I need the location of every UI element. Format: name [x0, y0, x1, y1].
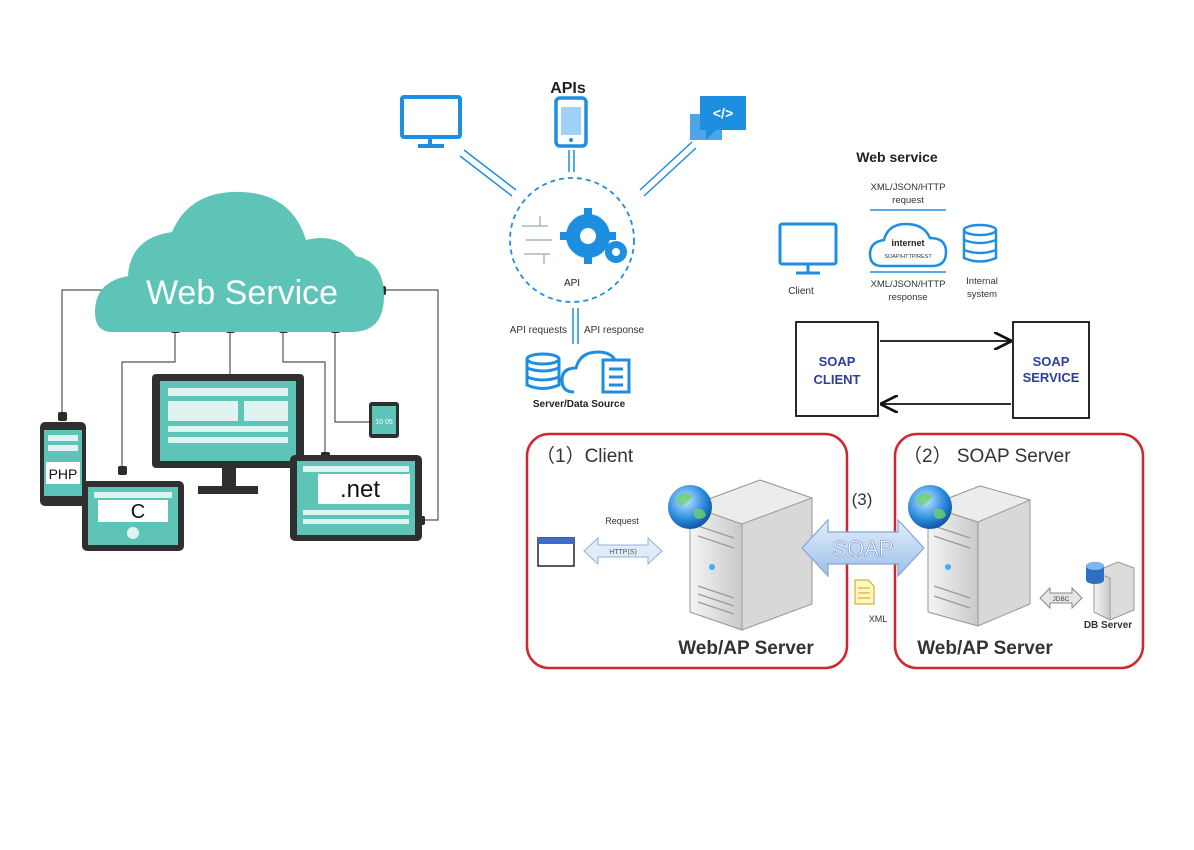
https-label: HTTP(S) [609, 549, 637, 556]
jdbc-label: JDBC [1053, 596, 1070, 603]
xml-document-icon [854, 579, 875, 605]
svg-text:</>: </> [713, 105, 733, 121]
circuit-icon [522, 216, 552, 264]
internal-db-icon [962, 223, 998, 263]
soap-client-box [795, 321, 879, 417]
xml-label: XML [869, 614, 888, 624]
request-label: Request [605, 516, 639, 526]
apis-title: APIs [550, 80, 586, 97]
web-service-cloud: Web Service [95, 191, 384, 332]
web-service-panel: Web Service PHP C [40, 191, 439, 551]
api-label: API [564, 278, 580, 289]
phone-icon [554, 96, 588, 148]
client-server-label: Web/AP Server [678, 638, 814, 659]
soap-arrow-label: SOAP [832, 536, 893, 561]
api-hub: API [509, 177, 635, 303]
monitor-icon [400, 95, 462, 148]
internet-cloud-icon: internet SOAP/HTTP/REST [868, 222, 948, 268]
cloud-server-icon [560, 350, 631, 394]
net-laptop: .net [290, 455, 422, 541]
browser-window-icon [537, 537, 575, 567]
client-box-title: （1）Client [536, 445, 634, 467]
server-box-title: （2） SOAP Server [903, 445, 1071, 467]
code-chat-icon: </> [690, 96, 746, 140]
small-device-label: 10 05 [375, 419, 393, 426]
soap-client-line1: SOAP [819, 354, 856, 369]
api-links [459, 141, 697, 344]
web-service-flow: Web service XML/JSON/HTTP request Client… [778, 149, 998, 303]
web-service-title: Web service [856, 149, 938, 165]
api-panel: APIs </> [400, 80, 746, 410]
client-label: Client [788, 286, 814, 297]
protocol-label: SOAP/HTTP/REST [884, 254, 932, 260]
api-requests-label: API requests [510, 325, 567, 336]
server-data-source-label: Server/Data Source [533, 399, 626, 410]
soap-client-line2: CLIENT [814, 372, 861, 387]
db-server-icon [1086, 561, 1135, 621]
small-device: 10 05 [369, 402, 399, 438]
soap-arrow: SOAP [801, 518, 925, 578]
internet-label: internet [891, 238, 924, 248]
web-service-label: Web Service [146, 274, 338, 312]
server-globe-icon [908, 485, 952, 529]
internal-line1: Internal [966, 276, 998, 287]
response-line2: response [888, 292, 927, 303]
api-response-label: API response [584, 325, 644, 336]
globe-icon [668, 485, 712, 529]
connector-lines [61, 289, 439, 521]
jdbc-arrow: JDBC [1039, 586, 1083, 610]
soap-server-icon [926, 485, 1032, 627]
database-icon [525, 352, 561, 390]
client-monitor-icon [778, 222, 838, 275]
net-label: .net [340, 476, 380, 503]
response-line1: XML/JSON/HTTP [871, 279, 946, 290]
soap-exchange: SOAP CLIENT SOAP SERVICE [795, 321, 1090, 419]
https-arrow: HTTP(S) [583, 536, 663, 566]
c-label: C [131, 501, 145, 523]
c-tablet: C [82, 481, 184, 551]
client-server-icon [688, 479, 814, 631]
gear-icon [560, 208, 627, 264]
php-label: PHP [49, 466, 78, 482]
soap-architecture: （1）Client （2） SOAP Server Request HTTP(S… [525, 432, 1145, 670]
soap-server-label: Web/AP Server [917, 638, 1053, 659]
request-line2: request [892, 195, 924, 206]
php-phone: PHP [40, 422, 86, 506]
soap-service-line2: SERVICE [1023, 370, 1080, 385]
request-line1: XML/JSON/HTTP [871, 182, 946, 193]
soap-service-line1: SOAP [1033, 354, 1070, 369]
soap-service-box [1012, 321, 1090, 419]
internal-line2: system [967, 289, 997, 300]
db-server-label: DB Server [1084, 620, 1132, 631]
step3-label: (3) [852, 490, 873, 509]
center-monitor [152, 374, 304, 494]
